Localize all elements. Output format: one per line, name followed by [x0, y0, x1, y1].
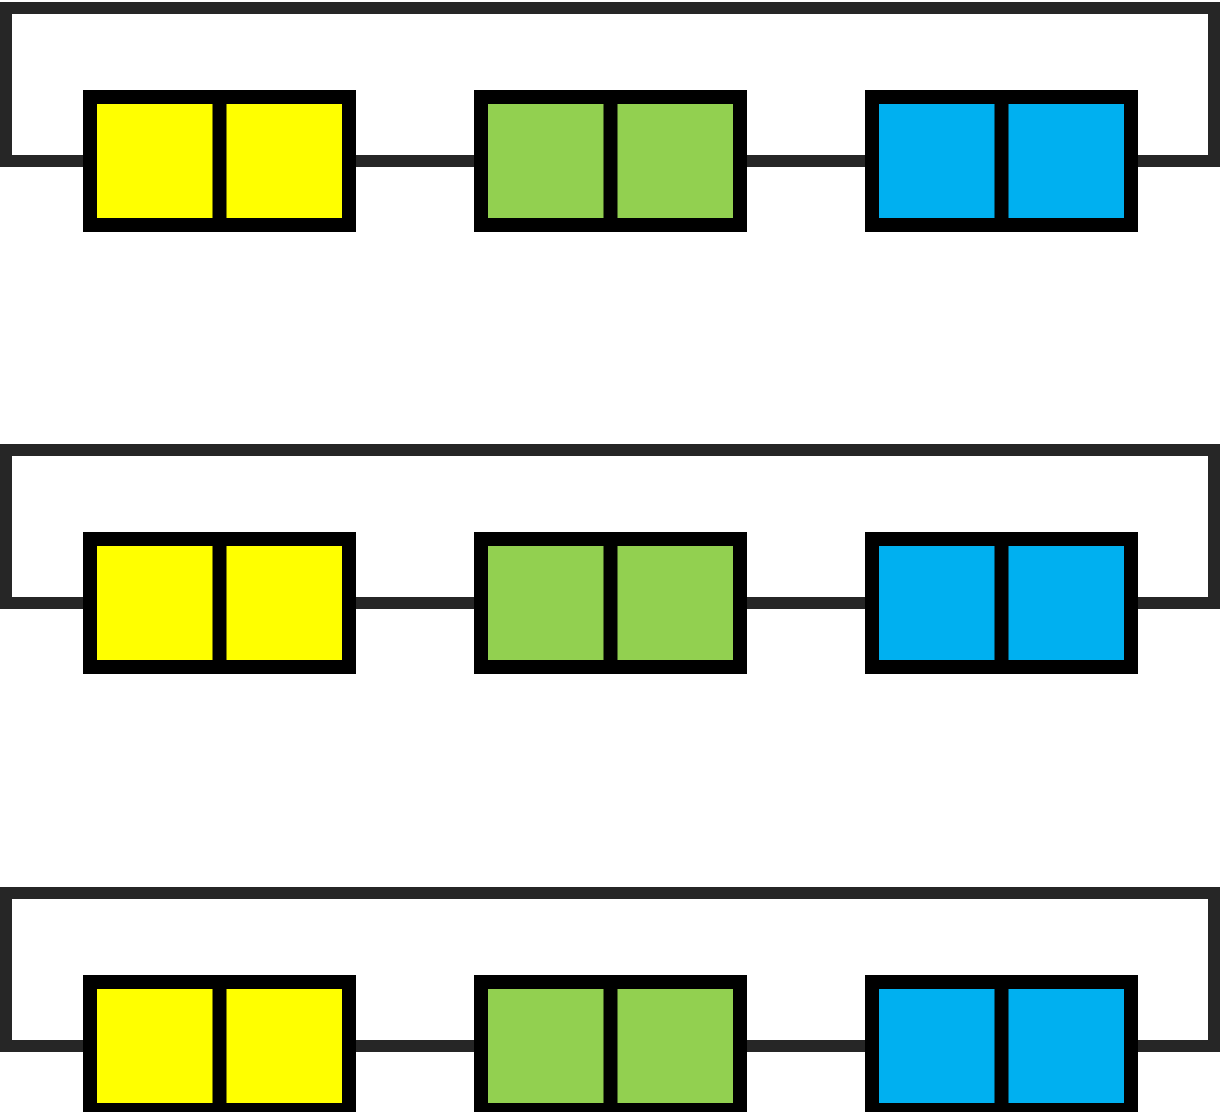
wrap-around-link — [0, 444, 1220, 609]
list-node-2 — [474, 975, 747, 1112]
wrap-around-link — [0, 2, 1220, 167]
node-pointer-cell — [226, 989, 342, 1103]
node-data-cell — [97, 989, 213, 1103]
node-pointer-cell — [226, 104, 342, 218]
node-pointer-cell — [617, 989, 733, 1103]
node-pointer-cell — [1008, 546, 1124, 660]
node-pointer-cell — [617, 546, 733, 660]
list-node-1 — [83, 975, 356, 1112]
circular-list-row-3 — [0, 887, 1220, 1112]
node-data-cell — [97, 104, 213, 218]
node-pointer-cell — [226, 546, 342, 660]
node-data-cell — [488, 104, 604, 218]
wrap-around-link — [0, 887, 1220, 1052]
circular-list-row-1 — [0, 2, 1220, 232]
node-data-cell — [97, 546, 213, 660]
list-node-1 — [83, 532, 356, 674]
list-node-3 — [865, 532, 1138, 674]
list-node-3 — [865, 90, 1138, 232]
list-node-2 — [474, 90, 747, 232]
circular-list-row-2 — [0, 444, 1220, 674]
node-pointer-cell — [617, 104, 733, 218]
node-data-cell — [488, 989, 604, 1103]
node-pointer-cell — [1008, 104, 1124, 218]
list-node-3 — [865, 975, 1138, 1112]
node-data-cell — [879, 989, 995, 1103]
list-node-1 — [83, 90, 356, 232]
node-pointer-cell — [1008, 989, 1124, 1103]
node-data-cell — [879, 546, 995, 660]
node-data-cell — [879, 104, 995, 218]
list-node-2 — [474, 532, 747, 674]
node-data-cell — [488, 546, 604, 660]
